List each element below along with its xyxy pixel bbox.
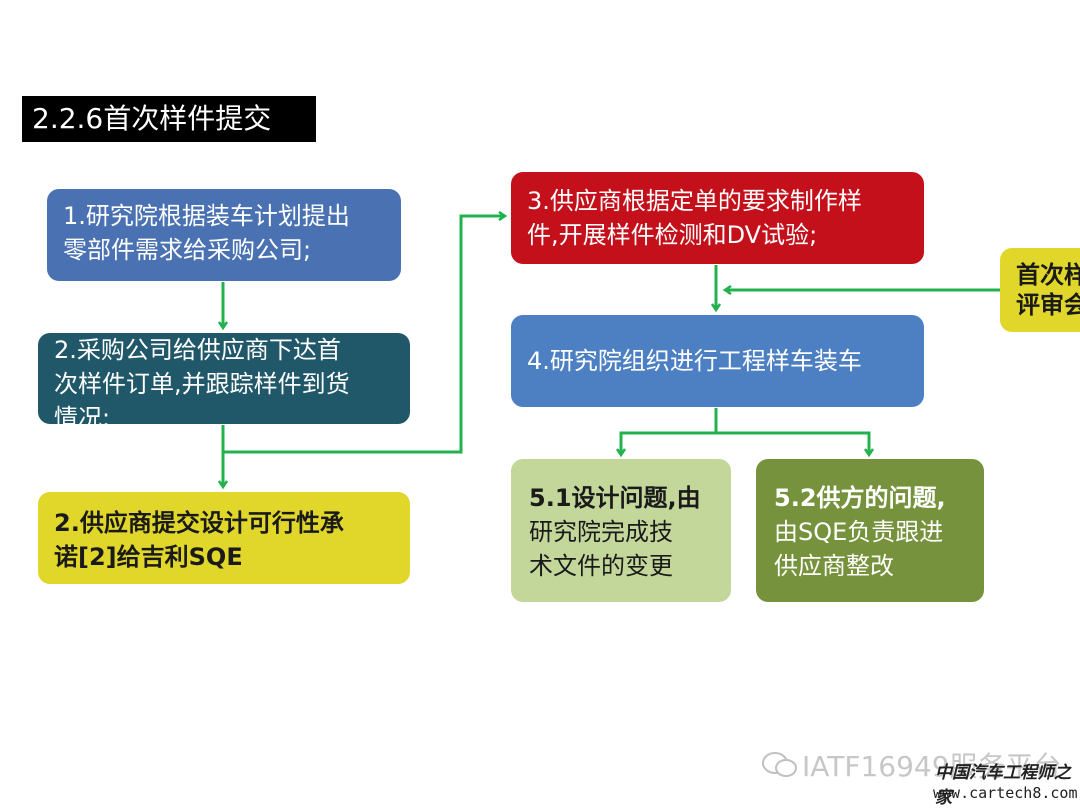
wechat-icon [762,752,797,777]
step-5-1-line-1: 5.1设计问题,由 [529,484,701,512]
step-5-2-box: 5.2供方的问题, 由SQE负责跟进 供应商整改 [756,459,984,602]
arrow-4-split [621,408,718,454]
review-line-2: 评审会 [1016,291,1080,319]
step-2-line-1: 2.采购公司给供应商下达首 [54,336,341,364]
step-1-box: 1.研究院根据装车计划提出 零部件需求给采购公司; [47,189,401,281]
step-3-box: 3.供应商根据定单的要求制作样 件,开展样件检测和DV试验; [511,172,924,264]
step-5-1-line-3: 术文件的变更 [529,552,673,580]
review-line-1: 首次样 [1016,261,1080,289]
step-2-box: 2.采购公司给供应商下达首 次样件订单,并跟踪样件到货 情况; [38,333,410,432]
step-5-1-box: 5.1设计问题,由 研究院完成技 术文件的变更 [511,459,731,602]
step-2-line-2: 次样件订单,并跟踪样件到货 [54,370,350,398]
step-2-line-3: 情况; [54,404,111,432]
arrow-2-to-3 [223,216,504,454]
page-title: 2.2.6首次样件提交 [22,96,316,142]
step-3-line-2: 件,开展样件检测和DV试验; [527,221,818,249]
step-2-supplier-box: 2.供应商提交设计可行性承 诺[2]给吉利SQE [38,492,410,584]
step-5-2-line-1: 5.2供方的问题, [774,484,946,512]
watermark-text: IATF16949服务平台 [802,750,1062,783]
step-4-box: 4.研究院组织进行工程样车装车 [511,315,924,407]
step-3-line-1: 3.供应商根据定单的要求制作样 [527,187,862,215]
step-5-2-line-2: 由SQE负责跟进 [774,518,944,546]
arrow-4-to-52 [716,431,869,454]
site-logo-text: 中国汽车工程师之家 [935,763,1071,808]
step-2-supplier-line-1: 2.供应商提交设计可行性承 [54,509,344,537]
site-url: www.cartech8.com [933,784,1078,802]
step-5-1-line-2: 研究院完成技 [529,518,673,546]
step-2-supplier-line-2: 诺[2]给吉利SQE [54,543,243,571]
step-1-line-1: 1.研究院根据装车计划提出 [63,202,350,230]
step-5-2-line-3: 供应商整改 [774,552,894,580]
review-meeting-box: 首次样 评审会 [1000,248,1080,332]
step-1-line-2: 零部件需求给采购公司; [63,236,312,264]
